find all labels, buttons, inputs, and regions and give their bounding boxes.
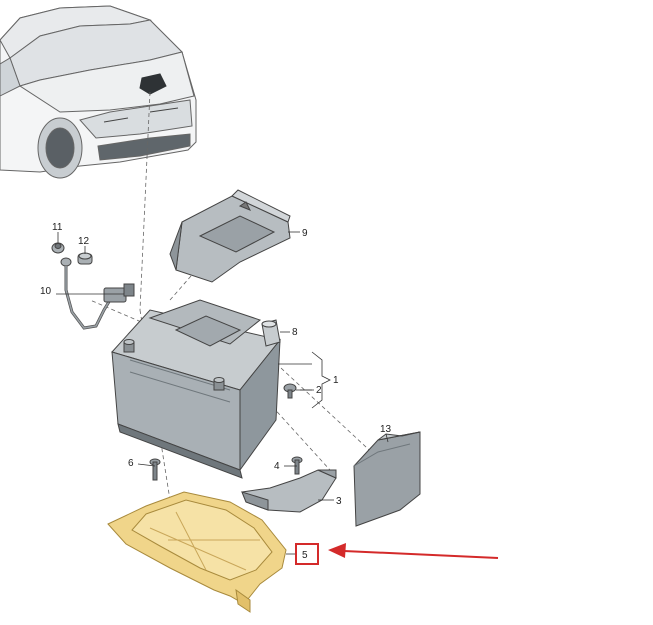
part-13-cover (353, 431, 421, 527)
part-9-bracket (169, 189, 291, 283)
part-4-bolt (291, 456, 303, 475)
callout-9: 9 (302, 228, 308, 239)
vehicle-illustration (0, 5, 197, 179)
callout-3: 3 (336, 496, 342, 507)
highlight-annotation (295, 543, 499, 565)
part-11-nut (51, 242, 65, 254)
callout-leaders (56, 231, 389, 555)
part-6-bolt (149, 458, 161, 481)
highlight-box (295, 543, 319, 565)
part-5-battery-tray (107, 491, 287, 613)
callout-13: 13 (380, 424, 392, 435)
callout-10: 10 (40, 286, 52, 297)
callout-8: 8 (292, 327, 298, 338)
callout-1: 1 (333, 375, 339, 386)
callout-labels: 9 11 12 10 8 2 1 13 4 6 3 5 (40, 222, 392, 561)
part-8-cap (261, 319, 281, 347)
callout-6: 6 (128, 458, 134, 469)
group-1-bracket (278, 351, 331, 409)
battery-terminal-positive (123, 339, 135, 353)
callout-5: 5 (302, 550, 308, 561)
battery (111, 299, 281, 479)
callout-12: 12 (78, 236, 90, 247)
callout-11: 11 (52, 222, 63, 233)
part-12-bolt (77, 252, 93, 265)
callout-4: 4 (274, 461, 280, 472)
part-3-clamp (241, 469, 337, 513)
highlight-arrow-shaft (343, 550, 499, 559)
part-10-ground-cable (60, 257, 135, 330)
part-2-screw (283, 383, 297, 399)
callout-2: 2 (316, 385, 322, 396)
highlight-arrow-head (328, 543, 346, 558)
battery-terminal-negative (213, 377, 225, 391)
